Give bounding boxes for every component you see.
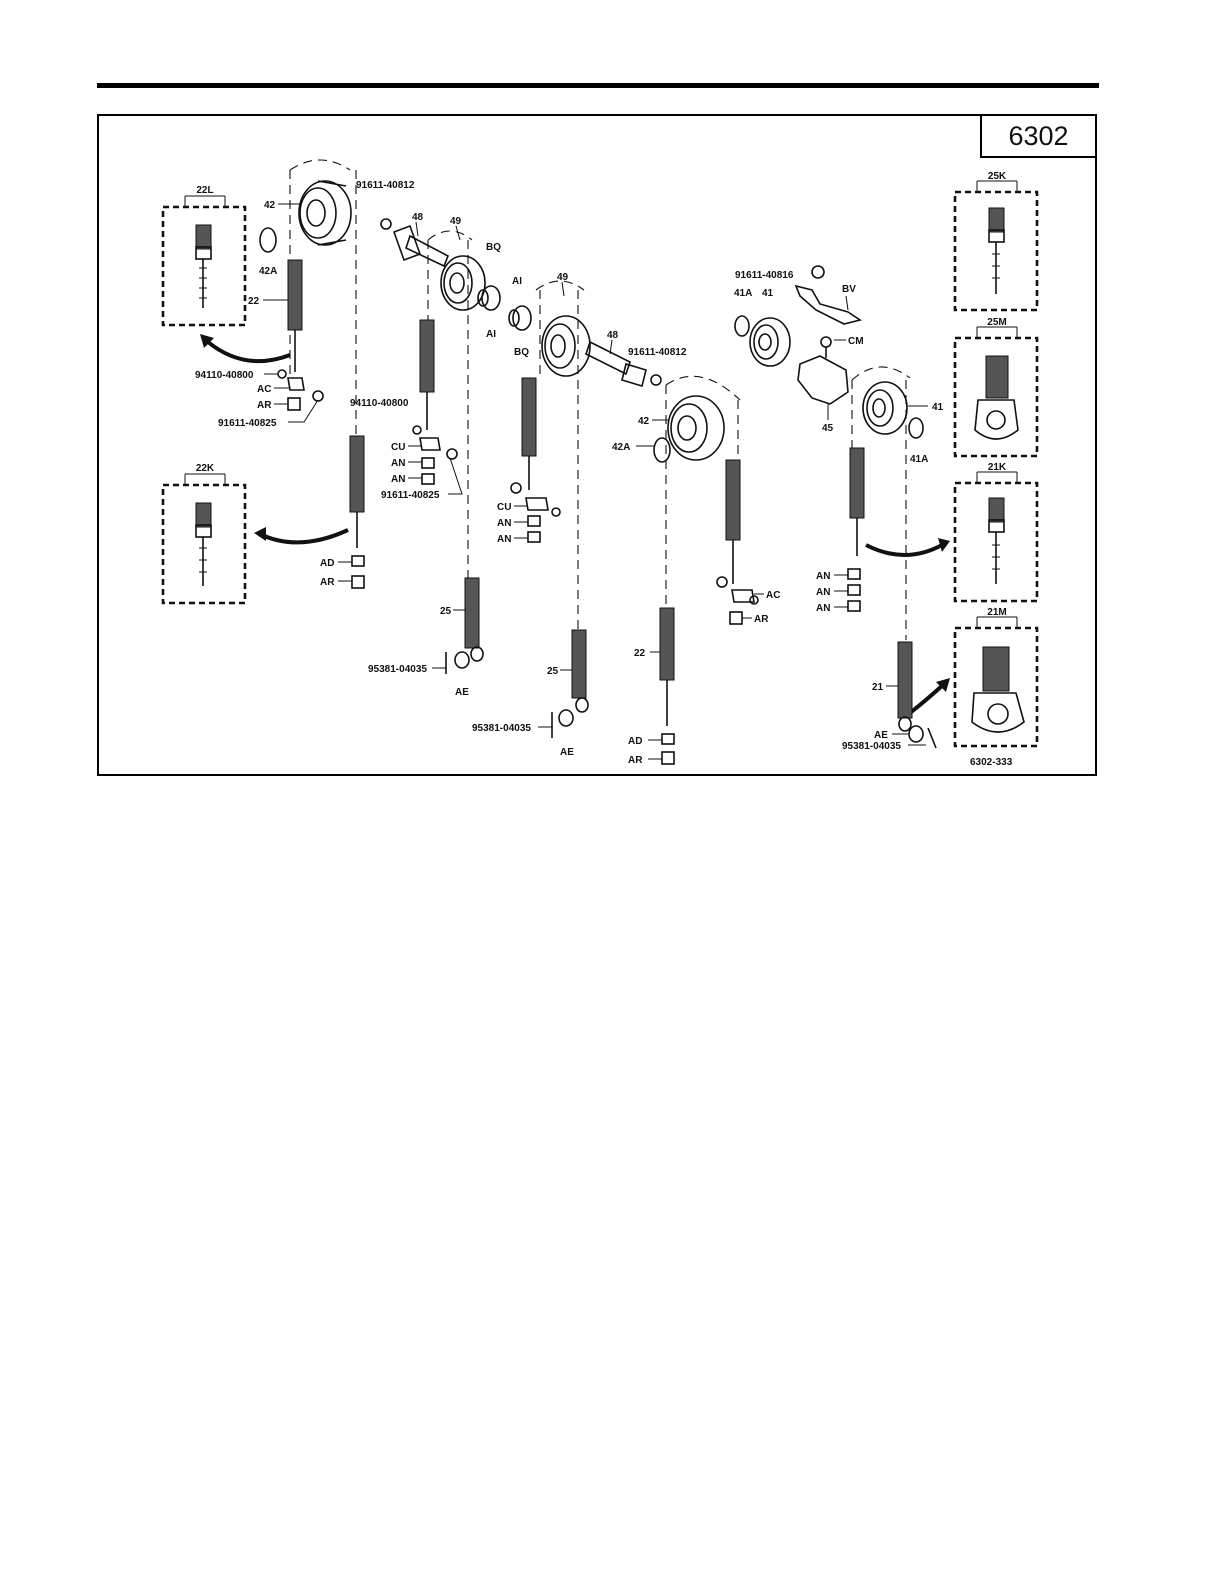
chain-21 bbox=[898, 642, 912, 731]
callout-BQ-middle: BQ bbox=[514, 347, 529, 358]
inset-22L bbox=[163, 196, 245, 325]
inset-label-21K: 21K bbox=[988, 462, 1007, 473]
sheave-41-upper bbox=[750, 318, 790, 366]
callout-AC-left: AC bbox=[257, 384, 271, 395]
callout-91611-40825-left: 91611-40825 bbox=[218, 418, 277, 429]
callout-AN-f: AN bbox=[816, 587, 830, 598]
callout-AD-left: AD bbox=[320, 558, 334, 569]
drawing-code: 6302-333 bbox=[970, 757, 1013, 768]
chain-25-a bbox=[465, 578, 483, 661]
callout-48-upper: 48 bbox=[412, 212, 424, 223]
callout-48-lower: 48 bbox=[607, 330, 619, 341]
callout-45: 45 bbox=[822, 423, 834, 434]
sheave-41-lower bbox=[863, 382, 907, 434]
callout-41A-upper: 41A bbox=[734, 288, 752, 299]
sheave-49-lower bbox=[542, 316, 590, 376]
chain-b-center bbox=[522, 378, 536, 490]
chain-22-lower-left bbox=[350, 436, 364, 548]
inset-22K bbox=[163, 474, 245, 603]
hardware bbox=[278, 370, 936, 764]
callout-41A-lower: 41A bbox=[910, 454, 928, 465]
shaft-48-upper bbox=[381, 219, 448, 266]
callout-CM: CM bbox=[848, 336, 864, 347]
callout-AR-left: AR bbox=[257, 400, 272, 411]
figure-number: 6302 bbox=[1008, 121, 1068, 152]
inset-25M bbox=[955, 327, 1037, 456]
chain-25-b bbox=[572, 630, 588, 712]
callout-AN-c: AN bbox=[497, 518, 511, 529]
callout-CU-b: CU bbox=[497, 502, 511, 513]
block-45 bbox=[798, 337, 848, 404]
callout-25-a: 25 bbox=[440, 606, 452, 617]
callout-BV: BV bbox=[842, 284, 856, 295]
callout-AC-center: AC bbox=[766, 590, 780, 601]
callout-AN-b: AN bbox=[391, 474, 405, 485]
callout-42A-center: 42A bbox=[612, 442, 630, 453]
inset-label-22L: 22L bbox=[196, 185, 213, 196]
chain-a-center bbox=[420, 320, 434, 430]
callout-25-b: 25 bbox=[547, 666, 559, 677]
callout-AR-center: AR bbox=[628, 755, 643, 766]
callout-49-lower: 49 bbox=[557, 272, 569, 283]
callout-22-left: 22 bbox=[248, 296, 260, 307]
callout-BQ-upper: BQ bbox=[486, 242, 501, 253]
callout-95381-04035-right: 95381-04035 bbox=[842, 741, 901, 752]
chain-right-upper bbox=[850, 448, 864, 556]
bracket-BV bbox=[796, 266, 860, 324]
figure-number-box: 6302 bbox=[980, 114, 1097, 158]
arrow-22-to-22L bbox=[200, 334, 290, 361]
callout-AI-middle: AI bbox=[486, 329, 496, 340]
callout-AE-b: AE bbox=[560, 747, 574, 758]
inset-25K bbox=[955, 181, 1037, 310]
callout-91611-40812-top: 91611-40812 bbox=[356, 180, 415, 191]
arrow-21-to-21M bbox=[910, 678, 950, 713]
arrow-22-to-22K bbox=[254, 527, 348, 542]
inset-label-21M: 21M bbox=[987, 607, 1006, 618]
callout-CU-a: CU bbox=[391, 442, 405, 453]
callout-AN-g: AN bbox=[816, 603, 830, 614]
callout-41-upper: 41 bbox=[762, 288, 774, 299]
chain-path-center bbox=[428, 231, 740, 630]
callout-AN-d: AN bbox=[497, 534, 511, 545]
callout-94110-40800-left: 94110-40800 bbox=[195, 370, 254, 381]
inset-21M bbox=[955, 617, 1037, 746]
chain-c-center bbox=[726, 460, 740, 584]
inset-label-25K: 25K bbox=[988, 171, 1007, 182]
callout-22-center: 22 bbox=[634, 648, 646, 659]
chain-22-center bbox=[660, 608, 674, 726]
callout-95381-04035-b: 95381-04035 bbox=[472, 723, 531, 734]
callout-42-left: 42 bbox=[264, 200, 276, 211]
callout-21: 21 bbox=[872, 682, 884, 693]
callout-AD-center: AD bbox=[628, 736, 642, 747]
callout-AR-center-right: AR bbox=[754, 614, 769, 625]
sheave-42-left bbox=[299, 181, 351, 245]
callout-91611-40825-center: 91611-40825 bbox=[381, 490, 440, 501]
callout-91611-40816: 91611-40816 bbox=[735, 270, 794, 281]
callout-42A-left: 42A bbox=[259, 266, 277, 277]
callout-AN-e: AN bbox=[816, 571, 830, 582]
callout-AI-upper: AI bbox=[512, 276, 522, 287]
callout-94110-40800-center: 94110-40800 bbox=[350, 398, 409, 409]
callout-42-center: 42 bbox=[638, 416, 650, 427]
inset-21K bbox=[955, 472, 1037, 601]
callouts: 22L 22K 25K 25M 21K 21M 42 91611-40812 4… bbox=[195, 171, 1013, 768]
inset-label-22K: 22K bbox=[196, 463, 215, 474]
callout-AE-a: AE bbox=[455, 687, 469, 698]
arrow-21-to-21K bbox=[866, 538, 950, 555]
callout-41-lower: 41 bbox=[932, 402, 944, 413]
inset-label-25M: 25M bbox=[987, 317, 1006, 328]
callout-49-upper: 49 bbox=[450, 216, 462, 227]
callout-AN-a: AN bbox=[391, 458, 405, 469]
sheave-42-center bbox=[668, 396, 724, 460]
callout-AR-left-lower: AR bbox=[320, 577, 335, 588]
callout-91611-40812-center: 91611-40812 bbox=[628, 347, 687, 358]
callout-AE-right: AE bbox=[874, 730, 888, 741]
callout-95381-04035-a: 95381-04035 bbox=[368, 664, 427, 675]
